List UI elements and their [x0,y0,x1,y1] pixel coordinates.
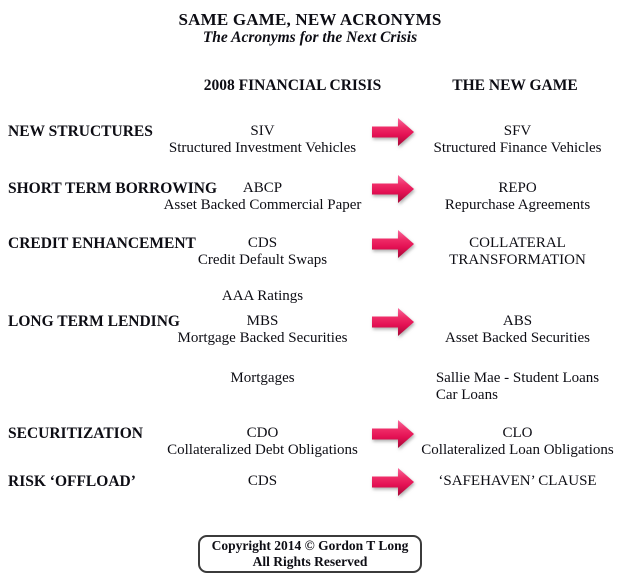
old-acronym: AAA Ratings [221,288,304,304]
right-arrow-icon [371,175,414,203]
table-row: RISK ‘OFFLOAD’ CDS ‘SAFEHAVEN’ CLAUSE [0,468,620,496]
old-description: Asset Backed Commercial Paper [163,197,362,213]
table-row: SECURITIZATION CDO Collateralized Debt O… [0,420,620,459]
category-label [0,288,155,305]
new-cell: CLO Collateralized Loan Obligations [415,425,620,459]
old-acronym: CDS [247,235,278,251]
new-cell: ‘SAFEHAVEN’ CLAUSE [415,473,620,496]
table-row: Mortgages Sallie Mae - Student Loans Car… [0,370,620,404]
table-row: CREDIT ENHANCEMENT CDS Credit Default Sw… [0,230,620,269]
right-arrow-icon [371,468,414,496]
arrow-cell [370,308,415,347]
old-acronym: ABCP [242,180,283,196]
new-loan-line: Car Loans [435,387,498,403]
category-label [0,370,155,404]
old-acronym: Mortgages [230,370,295,386]
old-acronym: SIV [250,123,275,139]
new-acronym: COLLATERAL [469,235,566,251]
old-acronym: MBS [246,313,279,329]
old-cell: ABCP Asset Backed Commercial Paper [155,180,370,214]
old-cell: SIV Structured Investment Vehicles [155,123,370,157]
new-description: Asset Backed Securities [445,330,590,346]
arrow-cell [370,420,415,459]
new-cell: ABS Asset Backed Securities [415,313,620,347]
new-cell: Sallie Mae - Student Loans Car Loans [415,370,620,404]
right-arrow-icon [371,308,414,336]
new-description: Structured Finance Vehicles [433,140,602,156]
rights-line: All Rights Reserved [252,553,368,569]
new-cell: REPO Repurchase Agreements [415,180,620,214]
new-loan-line: Sallie Mae - Student Loans [435,370,600,386]
category-label: CREDIT ENHANCEMENT [8,235,196,252]
spacer [0,77,175,94]
copyright-line: Copyright 2014 © Gordon T Long [211,538,409,553]
right-arrow-icon [371,230,414,258]
arrow-cell [370,230,415,269]
new-description: Repurchase Agreements [444,197,591,213]
old-cell: MBS Mortgage Backed Securities [155,313,370,347]
arrow-cell [370,288,415,305]
category-label: RISK ‘OFFLOAD’ [8,473,136,490]
new-acronym: CLO [502,425,533,441]
new-description: TRANSFORMATION [449,252,586,268]
column-header-new-game: THE NEW GAME [452,77,578,94]
old-acronym: CDS [247,473,278,489]
old-description: Credit Default Swaps [197,252,328,268]
new-loans-block: Sallie Mae - Student Loans Car Loans [436,370,599,404]
title-block: SAME GAME, NEW ACRONYMS The Acronyms for… [0,0,620,46]
table-row: SHORT TERM BORROWING ABCP Asset Backed C… [0,175,620,214]
copyright-box: Copyright 2014 © Gordon T Long All Right… [197,535,423,573]
table-row: NEW STRUCTURES SIV Structured Investment… [0,118,620,157]
arrow-cell [370,468,415,496]
new-acronym: REPO [498,180,537,196]
arrow-cell [370,370,415,404]
page-subtitle: The Acronyms for the Next Crisis [202,29,418,46]
category-label: SHORT TERM BORROWING [8,180,218,197]
old-cell: Mortgages [155,370,370,404]
old-description: Structured Investment Vehicles [168,140,357,156]
category-label: NEW STRUCTURES [8,123,153,140]
new-description: Collateralized Loan Obligations [421,442,614,458]
new-cell: COLLATERAL TRANSFORMATION [415,235,620,269]
right-arrow-icon [371,420,414,448]
new-acronym: ABS [502,313,533,329]
table-row: AAA Ratings [0,288,620,305]
page-title: SAME GAME, NEW ACRONYMS [178,10,442,29]
new-cell [415,288,620,305]
new-acronym: ‘SAFEHAVEN’ CLAUSE [438,473,597,489]
old-description: Collateralized Debt Obligations [167,442,358,458]
category-label: SECURITIZATION [8,425,143,442]
footer: Copyright 2014 © Gordon T Long All Right… [0,535,620,573]
old-cell: CDS [155,473,370,496]
new-cell: SFV Structured Finance Vehicles [415,123,620,157]
new-acronym: SFV [503,123,532,139]
old-cell: CDS Credit Default Swaps [155,235,370,269]
table-row: LONG TERM LENDING MBS Mortgage Backed Se… [0,308,620,347]
arrow-cell [370,118,415,157]
column-headers: 2008 FINANCIAL CRISIS THE NEW GAME [0,77,620,94]
old-acronym: CDO [246,425,279,441]
old-cell: AAA Ratings [155,288,370,305]
column-header-2008-crisis: 2008 FINANCIAL CRISIS [203,77,382,94]
old-cell: CDO Collateralized Debt Obligations [155,425,370,459]
old-description: Mortgage Backed Securities [177,330,348,346]
arrow-cell [370,175,415,214]
category-label: LONG TERM LENDING [8,313,180,330]
right-arrow-icon [371,118,414,146]
